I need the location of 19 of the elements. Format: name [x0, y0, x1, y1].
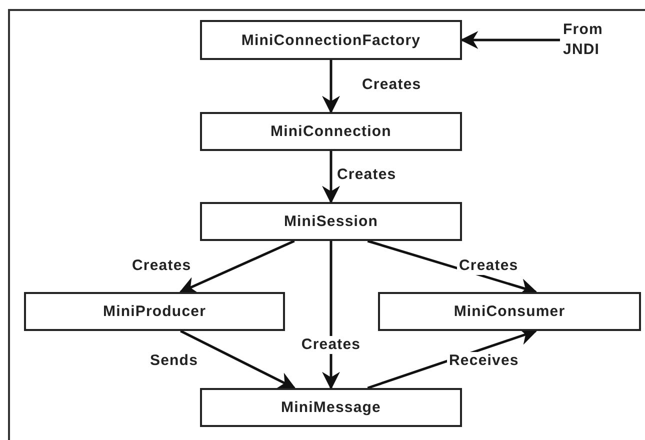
class-name: MiniProducer	[102, 303, 206, 320]
arrow	[460, 31, 560, 49]
class-name: MiniConnectionFactory	[241, 32, 421, 48]
class-box	[24, 292, 285, 331]
source-label: From JNDI	[563, 20, 604, 60]
arrow	[178, 240, 295, 294]
class-box	[200, 388, 462, 427]
arrow	[180, 330, 296, 390]
class-box	[200, 202, 462, 241]
class-box	[378, 292, 641, 331]
class-box	[200, 112, 462, 151]
class-name: MiniConnection	[270, 123, 392, 140]
arrow	[322, 151, 340, 204]
class-box	[200, 20, 462, 60]
arrow	[322, 241, 340, 390]
class-name: MiniSession	[284, 213, 378, 230]
arrow	[322, 60, 340, 114]
class-name: MiniMessage	[281, 399, 381, 416]
class-name: MiniConsumer	[454, 303, 566, 320]
